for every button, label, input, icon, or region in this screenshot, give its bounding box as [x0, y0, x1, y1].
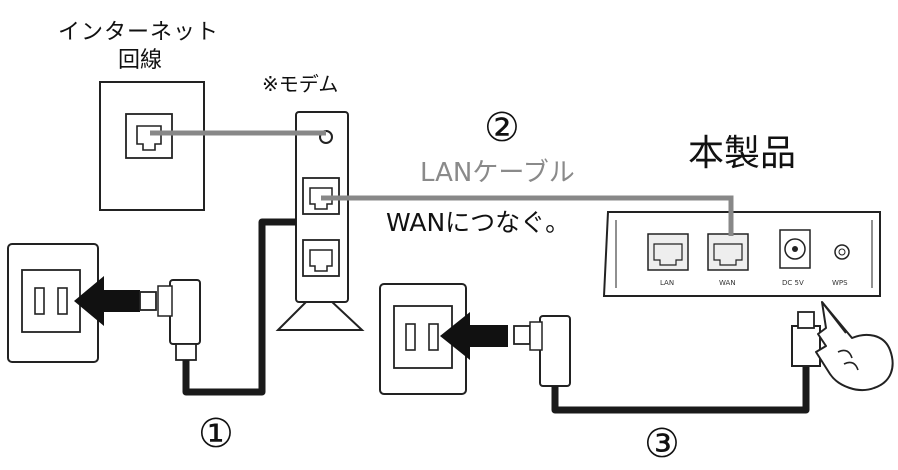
step-1-label: ① [198, 411, 234, 457]
modem [275, 111, 365, 331]
lan-cable-label: LANケーブル [420, 158, 575, 188]
step-2-label: ② [484, 105, 520, 151]
connect-wan-label: WANにつなぐ。 [386, 208, 571, 237]
wps-port-label: WPS [832, 279, 848, 287]
middle-arrow [440, 312, 508, 360]
middle-wall-outlet [379, 283, 467, 395]
router-power-cable [551, 366, 810, 414]
router [602, 211, 881, 297]
dc-port-label: DC 5V [782, 279, 804, 287]
wan-port-label: WAN [719, 279, 736, 287]
product-label: 本製品 [688, 133, 797, 174]
modem-power-cable [182, 218, 296, 396]
left-arrow [74, 276, 140, 326]
right-ac-adapter [513, 315, 571, 387]
left-ac-adapter [139, 279, 201, 361]
gray-cables [150, 130, 734, 236]
internet-wall-jack [99, 81, 205, 211]
dc-plug [791, 311, 821, 367]
modem-label: ※モデム [262, 72, 339, 96]
internet-line-label: インターネット [58, 20, 220, 45]
left-wall-outlet [7, 243, 99, 363]
step-3-label: ③ [644, 421, 680, 467]
lan-port [647, 233, 689, 271]
internet-line-label-2: 回線 [118, 48, 163, 73]
pointing-hand-icon [815, 301, 894, 392]
wps-button [834, 244, 850, 260]
wan-port [707, 233, 749, 271]
lan-port-label: LAN [660, 279, 675, 287]
